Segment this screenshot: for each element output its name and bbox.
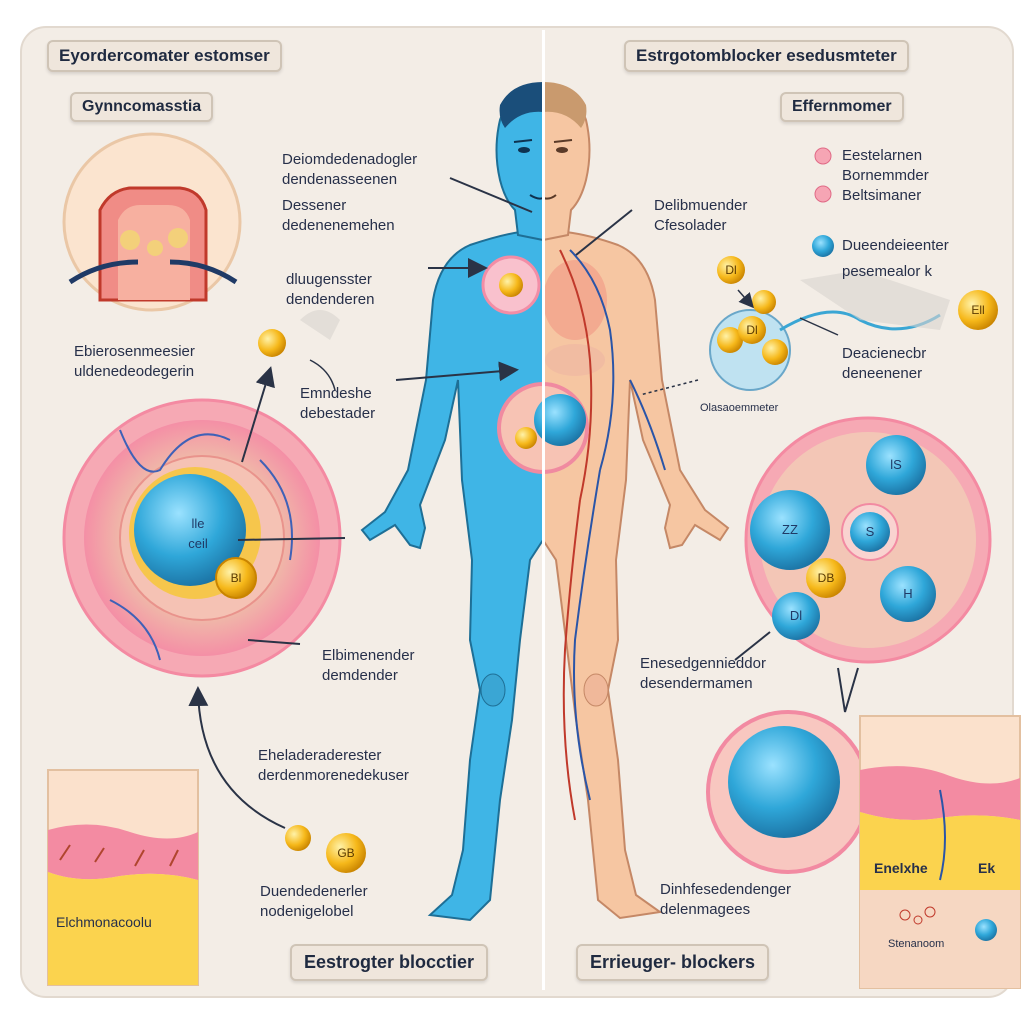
skin-inset-left (47, 769, 199, 986)
receptor-circle-right: lS ZZ S H DB Dl (744, 416, 992, 664)
receptor-single-right (706, 710, 870, 874)
legend-dot-receptor (812, 235, 834, 257)
receptor-circle-left: Bl lle ceil (62, 398, 342, 678)
estrogen-dot-left (258, 329, 286, 357)
cell-left-text-2: ceil (188, 536, 208, 551)
svg-text:S: S (866, 524, 875, 539)
legend-item-3: Beltsimaner (842, 187, 922, 204)
receptor-cluster-right: Dl Dl (709, 256, 791, 391)
center-divider (542, 30, 545, 990)
bottom-dot-label: GB (337, 846, 354, 860)
legend-dot-1 (814, 147, 832, 165)
svg-text:ZZ: ZZ (782, 522, 798, 537)
subheader-tag-left: Gynncomasstia (70, 92, 214, 122)
inset-left-label: Elchmonacoolu (56, 914, 152, 930)
svg-text:Dl: Dl (790, 608, 802, 623)
svg-text:Dl: Dl (746, 323, 757, 337)
svg-text:lS: lS (890, 457, 902, 472)
header-tag-right: Estrgotomblocker esedusmteter (624, 40, 909, 72)
label-right-4: Olasaoemmeter (700, 402, 779, 414)
inset-right-label-bottom: Stenanoom (888, 938, 945, 950)
cell-left-dot-label: Bl (231, 571, 242, 585)
svg-text:Dl: Dl (725, 263, 736, 277)
legend-item-1: Eestelarnen (842, 147, 923, 164)
body-skin-half (542, 228, 730, 920)
legend-item-2: Bornemmder (842, 167, 929, 184)
body-blue-half (360, 228, 544, 922)
estrogen-dot-right (958, 290, 998, 330)
svg-text:Ell: Ell (971, 303, 984, 317)
legend-dot-2 (814, 185, 832, 203)
skin-inset-right (859, 715, 1021, 989)
estrogen-blocker-button-left[interactable]: Eestrogter blocctier (290, 944, 489, 981)
tissue-circle-left (62, 132, 242, 312)
estrogen-dot-small-bottom (285, 825, 311, 851)
svg-text:DB: DB (818, 571, 835, 585)
subheader-tag-right: Effernmomer (780, 92, 904, 122)
inset-right-label-right: Ek (978, 860, 996, 876)
svg-text:H: H (903, 586, 912, 601)
estrogen-blocker-button-right[interactable]: Errieuger- blockers (576, 944, 770, 981)
header-tag-left: Eyordercomater estomser (47, 40, 282, 72)
legend-right: Eestelarnen Bornemmder Beltsimaner (842, 146, 929, 206)
cell-left-text-1: lle (191, 516, 204, 531)
inset-right-label-left: Enelxhe (874, 860, 928, 876)
estrogen-dot-bottom (326, 833, 366, 873)
